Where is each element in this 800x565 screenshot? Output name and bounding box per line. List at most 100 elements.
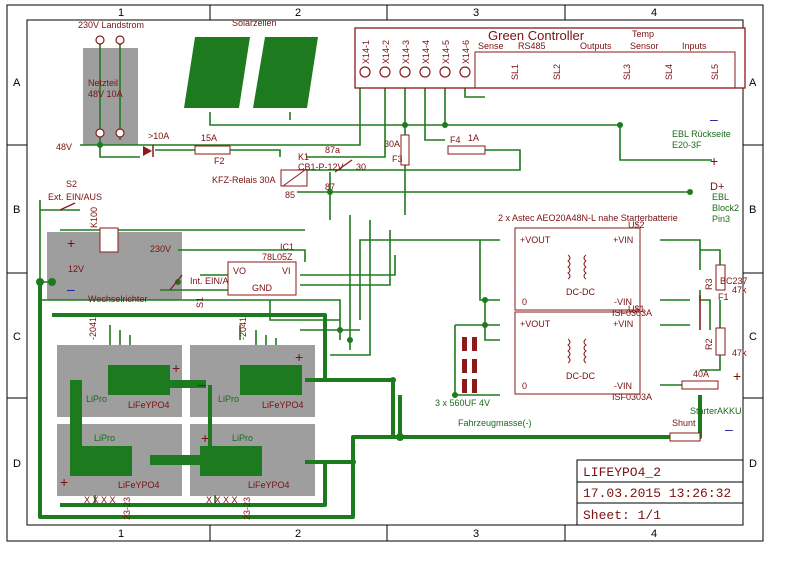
col-label-3-bottom: 3 xyxy=(473,528,479,540)
cell1-lipro: LiPro xyxy=(86,394,107,404)
frame-labels: 1 2 3 4 1 2 3 4 A B C D A B C D xyxy=(13,7,757,540)
controller-sense: Sense xyxy=(478,41,504,51)
cell2-conn: -2041 xyxy=(238,317,248,340)
fuse-f1-rating: 40A xyxy=(693,369,709,379)
fuse-f1 xyxy=(681,380,719,390)
cell4-lipro: LiPro xyxy=(232,433,253,443)
col-label-3-top: 3 xyxy=(473,7,479,19)
ic1-part: 78L05Z xyxy=(262,252,293,262)
cell4-pins: X X X X xyxy=(206,495,238,505)
ic1-label: IC1 xyxy=(280,242,294,252)
col-label-2-top: 2 xyxy=(295,7,301,19)
relay-k1: K1 CB1-P-12V KFZ-Relais 30A 30 87a 87 85 xyxy=(212,145,366,200)
col-label-1-bottom: 1 xyxy=(118,528,124,540)
ic1: IC1 78L05Z VO VI GND xyxy=(227,242,297,296)
k100-label: K100 xyxy=(89,207,99,228)
ic1-vo: VO xyxy=(233,266,246,276)
fuse-f4 xyxy=(447,145,486,155)
row-label-a-right: A xyxy=(749,77,757,89)
fuse-f2-label: F2 xyxy=(214,156,225,166)
battery-bars xyxy=(70,365,302,476)
solar-label: Solarzellen xyxy=(232,18,277,28)
ebl-minus: – xyxy=(710,111,718,127)
v48-label: 48V xyxy=(56,142,72,152)
row-label-c-left: C xyxy=(13,331,21,343)
x14-3-label: X14-3 xyxy=(401,40,411,64)
starter-shunt: StarterAKKU + – Shunt Fahrzeugmasse(-) xyxy=(458,368,742,442)
controller-outputs: Outputs xyxy=(580,41,612,51)
fuse-f2-rating: 15A xyxy=(201,133,217,143)
x14-2-label: X14-2 xyxy=(381,40,391,64)
relay-k1-part: CB1-P-12V xyxy=(298,162,344,172)
drawing-frame xyxy=(6,4,764,542)
netzteil-block xyxy=(83,48,138,145)
u2-label: U$2 xyxy=(628,220,645,230)
solar-panel-2 xyxy=(253,37,318,108)
terminal-x14-3 xyxy=(399,66,411,78)
ebl-block-label: EBL xyxy=(712,192,729,202)
x14-1-label: X14-1 xyxy=(361,40,371,64)
x14-4-label: X14-4 xyxy=(421,40,431,64)
fuse-f3-label: F3 xyxy=(392,154,403,164)
ext-ein-aus-label: Ext. EIN/AUS xyxy=(48,192,102,202)
u2-dcdc: DC-DC xyxy=(566,287,595,297)
cell2-plus: + xyxy=(295,349,303,365)
u1-vinm: -VIN xyxy=(614,381,632,391)
starterakku-label: StarterAKKU xyxy=(690,406,742,416)
cell4-conn: 23-23 xyxy=(242,497,252,520)
sheet-date: 17.03.2015 13:26:32 xyxy=(583,486,731,501)
relay-k1-label: K1 xyxy=(298,152,309,162)
x14-5-label: X14-5 xyxy=(441,40,451,64)
relay-kfz-label: KFZ-Relais 30A xyxy=(212,175,276,185)
u2-vinm: -VIN xyxy=(614,297,632,307)
controller-temp: Temp xyxy=(632,29,654,39)
resistor-r2 xyxy=(715,327,726,356)
controller-rs485: RS485 xyxy=(518,41,546,51)
row-label-d-right: D xyxy=(749,458,757,470)
dcdc-u1 xyxy=(514,311,641,395)
cell3-lipro: LiPro xyxy=(94,433,115,443)
s2-label: S2 xyxy=(66,179,77,189)
r2-value: 47k xyxy=(732,348,747,358)
sl1-label: SL1 xyxy=(510,64,520,80)
fuse-f3 xyxy=(400,134,410,166)
green-controller: Green Controller Sense RS485 Outputs Tem… xyxy=(354,27,746,89)
ebl-rueck-type: E20-3F xyxy=(672,140,702,150)
resistor-r3 xyxy=(715,264,726,291)
astec-label: 2 x Astec AEO20A48N-L nahe Starterbatter… xyxy=(498,213,678,223)
col-label-1-top: 1 xyxy=(118,7,124,19)
row-label-b-right: B xyxy=(749,204,756,216)
x14-6-label: X14-6 xyxy=(461,40,471,64)
row-label-b-left: B xyxy=(13,204,20,216)
u2-isf: ISF0303A xyxy=(612,308,652,318)
ic1-vi: VI xyxy=(282,266,291,276)
ebl-block-num: Block2 xyxy=(712,203,739,213)
u2-vin: +VIN xyxy=(613,235,633,245)
u1-dcdc: DC-DC xyxy=(566,371,595,381)
dcdc-converters: 2 x Astec AEO20A48N-L nahe Starterbatter… xyxy=(498,213,678,402)
solar-panel-1 xyxy=(184,37,250,108)
starter-plus: + xyxy=(733,368,741,384)
wr-minus: – xyxy=(67,281,75,297)
r3-label: R3 xyxy=(704,278,714,290)
u1-vout: +VOUT xyxy=(520,319,551,329)
cell1-type: LiFeYPO4 xyxy=(128,400,170,410)
int-ein-aus-label: Int. EIN/AUS xyxy=(190,276,241,286)
relay-pin-87a: 87a xyxy=(325,145,340,155)
title-block: LIFEYPO4_2 17.03.2015 13:26:32 Sheet: 1/… xyxy=(576,459,744,526)
cell3-pins: X X X X xyxy=(84,495,116,505)
controller-inputs: Inputs xyxy=(682,41,707,51)
fuse-f4-rating: 1A xyxy=(468,133,479,143)
diode-symbol xyxy=(143,146,152,156)
terminal-x14-4 xyxy=(419,66,431,78)
shunt-label: Shunt xyxy=(672,418,696,428)
fuses: 15A F2 30A F3 1A F4 40A F1 xyxy=(194,133,729,390)
cell2-lipro: LiPro xyxy=(218,394,239,404)
cell1-plus: + xyxy=(172,360,180,376)
s1-label: S1 xyxy=(195,297,205,308)
row-label-a-left: A xyxy=(13,77,21,89)
sl3-label: SL3 xyxy=(622,64,632,80)
gt10a-label: >10A xyxy=(148,131,169,141)
u2-vout: +VOUT xyxy=(520,235,551,245)
k100-coil xyxy=(99,227,119,253)
